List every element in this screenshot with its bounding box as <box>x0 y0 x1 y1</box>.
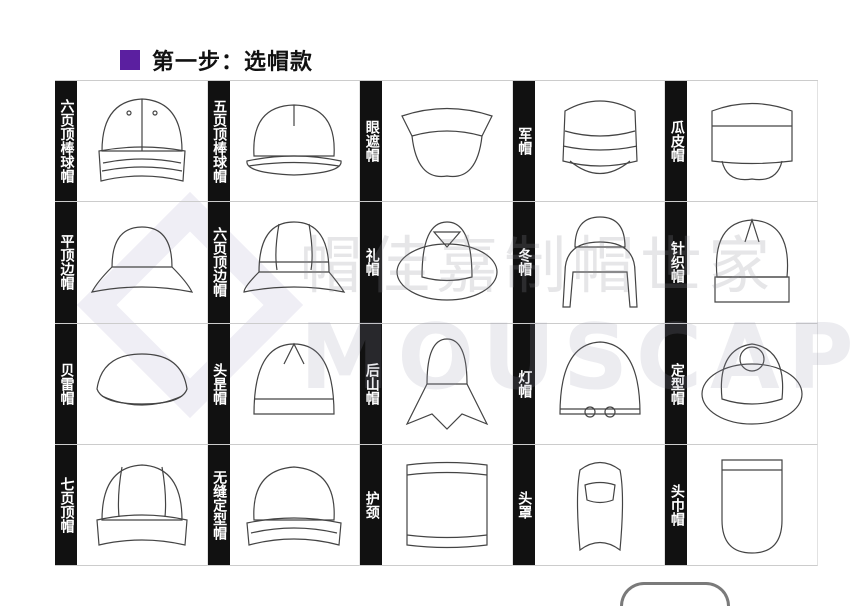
hat-cell[interactable]: 六页顶棒球帽 <box>55 81 208 203</box>
hat-icon <box>246 104 342 176</box>
hat-label: 头昰帽 <box>207 323 230 444</box>
hat-label: 护颈 <box>360 444 383 565</box>
hat-cell[interactable]: 平顶边帽 <box>55 202 208 324</box>
hat-icon <box>561 100 638 175</box>
hat-label: 针织帽 <box>665 202 688 323</box>
hat-icon <box>701 343 803 425</box>
hat-label: 军帽 <box>512 81 535 202</box>
hat-icon <box>90 226 193 294</box>
hat-label: 五页顶棒球帽 <box>207 81 230 202</box>
hat-label: 灯帽 <box>512 323 535 444</box>
hat-illustration <box>230 81 360 201</box>
hat-illustration <box>77 445 207 565</box>
hat-icon <box>711 103 793 181</box>
hat-icon <box>96 353 188 406</box>
hat-label: 后山帽 <box>360 323 383 444</box>
hat-cell[interactable]: 贝雷帽 <box>55 323 208 445</box>
hat-icon <box>401 108 493 178</box>
hat-label: 瓜皮帽 <box>665 81 688 202</box>
hat-icon <box>396 221 498 301</box>
hat-illustration <box>230 324 360 444</box>
hat-label: 冬帽 <box>512 202 535 323</box>
hat-illustration <box>382 202 512 322</box>
hat-label: 六页顶棒球帽 <box>55 81 77 202</box>
hat-cell[interactable]: 无缝定型帽 <box>207 444 361 566</box>
hat-cell[interactable]: 针织帽 <box>665 202 818 324</box>
hat-label: 头罩 <box>512 444 535 565</box>
hat-cell[interactable]: 头巾帽 <box>665 444 818 566</box>
hat-illustration <box>77 202 207 322</box>
hat-cell[interactable]: 灯帽 <box>512 323 666 445</box>
hat-cell[interactable]: 礼帽 <box>360 202 513 324</box>
hat-icon <box>558 341 641 418</box>
hat-label: 无缝定型帽 <box>207 444 230 565</box>
hat-cell[interactable]: 护颈 <box>360 444 513 566</box>
hat-illustration <box>687 324 817 444</box>
hat-illustration <box>535 445 665 565</box>
hat-cell[interactable]: 冬帽 <box>512 202 666 324</box>
hat-icon <box>561 216 638 308</box>
step-title: 第一步：选帽款 <box>120 44 313 76</box>
hat-label: 头巾帽 <box>665 444 688 565</box>
hat-label: 礼帽 <box>360 202 383 323</box>
hat-cell[interactable]: 眼遮帽 <box>360 81 513 203</box>
hat-illustration <box>382 324 512 444</box>
hat-illustration <box>535 81 665 201</box>
hat-illustration <box>535 202 665 322</box>
hat-icon <box>98 98 186 182</box>
hat-illustration <box>687 202 817 322</box>
hat-illustration <box>77 81 207 201</box>
hat-illustration <box>687 445 817 565</box>
hat-label: 眼遮帽 <box>360 81 383 202</box>
purple-square-icon <box>120 50 140 70</box>
hat-cell[interactable]: 军帽 <box>512 81 666 203</box>
hat-cell[interactable]: 头昰帽 <box>207 323 361 445</box>
hat-icon <box>406 461 488 548</box>
hat-cell[interactable]: 后山帽 <box>360 323 513 445</box>
hat-cell[interactable]: 头罩 <box>512 444 666 566</box>
hat-icon <box>243 221 346 294</box>
hat-cell[interactable]: 瓜皮帽 <box>665 81 818 203</box>
hat-icon <box>721 459 783 554</box>
hat-style-grid: 六页顶棒球帽五页顶棒球帽眼遮帽军帽瓜皮帽平顶边帽六页顶边帽礼帽冬帽针织帽贝雷帽头… <box>55 80 818 566</box>
hat-cell[interactable]: 定型帽 <box>665 323 818 445</box>
step-title-text: 第一步：选帽款 <box>152 50 314 75</box>
hat-label: 六页顶边帽 <box>207 202 230 323</box>
hat-illustration <box>230 445 360 565</box>
hat-icon <box>246 466 343 546</box>
hat-label: 贝雷帽 <box>55 323 77 444</box>
hat-cell[interactable]: 七页顶帽 <box>55 444 208 566</box>
hat-illustration <box>535 324 665 444</box>
partial-shape <box>620 582 730 606</box>
hat-icon <box>405 338 489 430</box>
hat-cell[interactable]: 五页顶棒球帽 <box>207 81 361 203</box>
hat-label: 定型帽 <box>665 323 688 444</box>
hat-illustration <box>230 202 360 322</box>
hat-icon <box>253 342 335 415</box>
hat-icon <box>96 464 188 546</box>
hat-icon <box>714 218 790 303</box>
hat-illustration <box>382 81 512 201</box>
hat-label: 七页顶帽 <box>55 444 77 565</box>
hat-illustration <box>687 81 817 201</box>
hat-illustration <box>382 445 512 565</box>
hat-icon <box>576 461 623 551</box>
hat-cell[interactable]: 六页顶边帽 <box>207 202 361 324</box>
hat-illustration <box>77 324 207 444</box>
hat-label: 平顶边帽 <box>55 202 77 323</box>
